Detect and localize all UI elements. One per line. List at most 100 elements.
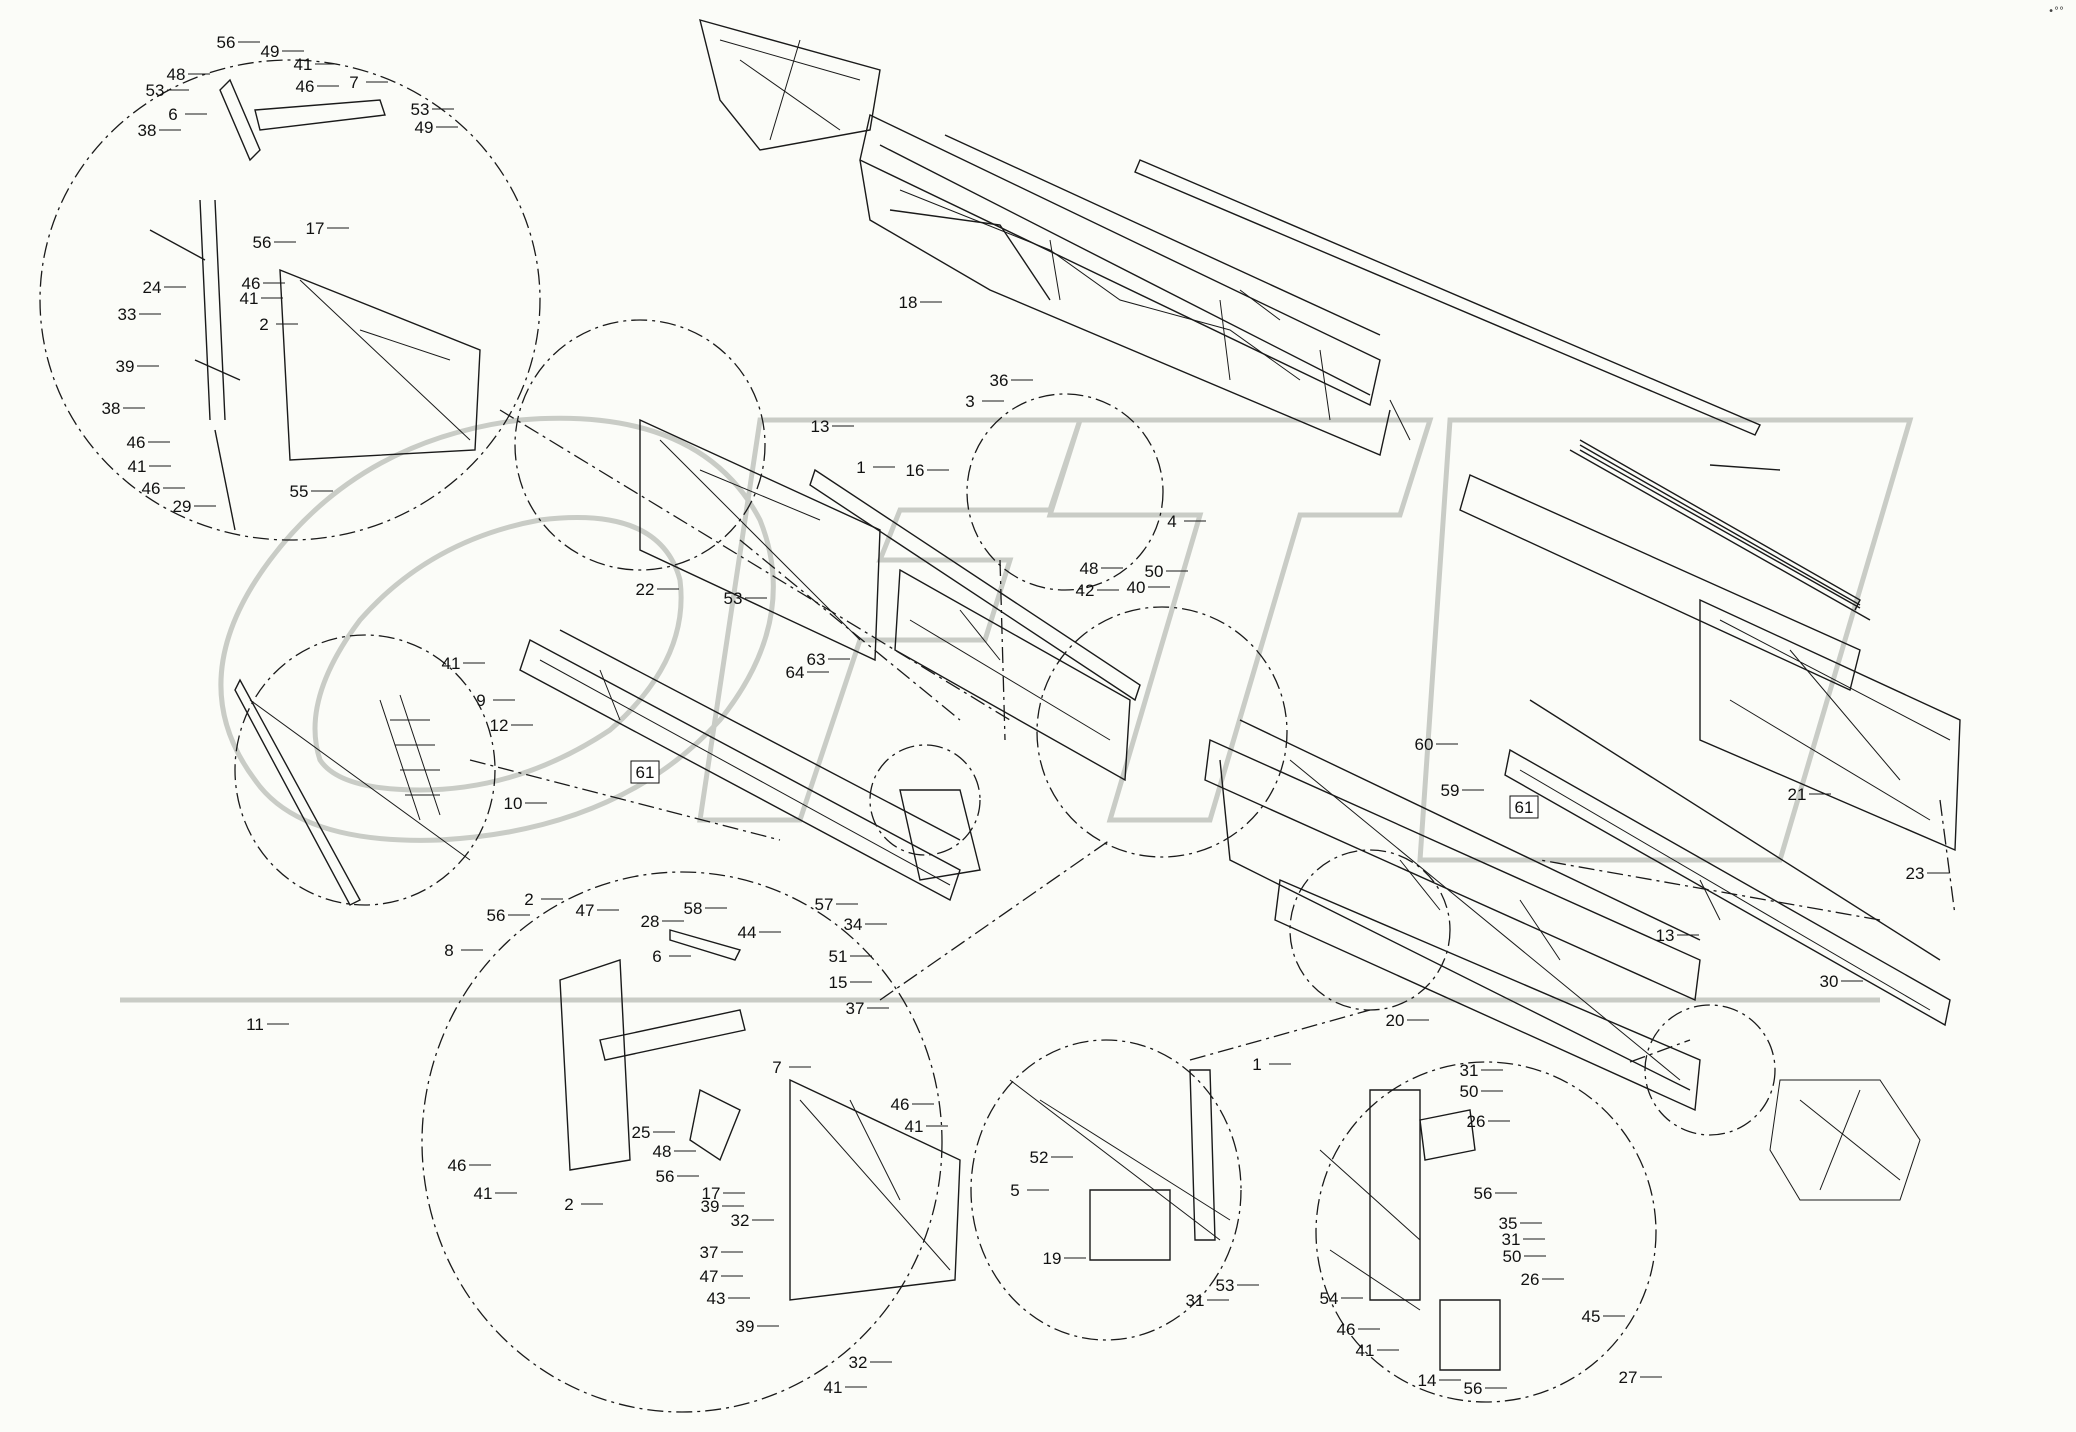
callout-label: 35 xyxy=(1499,1214,1518,1233)
callout-label: 38 xyxy=(102,399,121,418)
callout-label: 56 xyxy=(487,906,506,925)
callout-label: 39 xyxy=(736,1317,755,1336)
boxed-callout-label: 61 xyxy=(636,763,655,782)
callout-label: 50 xyxy=(1145,562,1164,581)
callout-label: 3 xyxy=(965,392,974,411)
callout-label: 53 xyxy=(146,81,165,100)
callout-label: 57 xyxy=(815,895,834,914)
callout-label: 46 xyxy=(296,77,315,96)
callout-label: 2 xyxy=(259,315,268,334)
callout-label: 26 xyxy=(1521,1270,1540,1289)
boom-section-61-right xyxy=(1504,699,1951,1027)
detail-top-left-parts xyxy=(149,78,481,531)
callout-label: 8 xyxy=(444,941,453,960)
callout-label: 41 xyxy=(294,55,313,74)
callout-label: 4 xyxy=(1167,512,1176,531)
callout-label: 15 xyxy=(829,973,848,992)
callout-label: 48 xyxy=(653,1142,672,1161)
callout-label: 42 xyxy=(1076,581,1095,600)
callout-label: 31 xyxy=(1502,1230,1521,1249)
callout-label: 40 xyxy=(1127,578,1146,597)
callout-label: 24 xyxy=(143,278,162,297)
callout-label: 56 xyxy=(1464,1379,1483,1398)
mount-frame-bottom-right xyxy=(1769,1079,1921,1201)
callout-label: 47 xyxy=(700,1267,719,1286)
callout-box xyxy=(1509,795,1539,819)
callout-label: 51 xyxy=(829,947,848,966)
detail-spring xyxy=(234,678,471,906)
callout-label: 41 xyxy=(474,1184,493,1203)
callout-label: 39 xyxy=(701,1197,720,1216)
callout-label: 41 xyxy=(128,457,147,476)
callout-label: 30 xyxy=(1820,972,1839,991)
callout-label: 41 xyxy=(442,654,461,673)
callout-label: 46 xyxy=(891,1095,910,1114)
callout-label: 12 xyxy=(490,716,509,735)
callout-label: 46 xyxy=(448,1156,467,1175)
callout-label: 55 xyxy=(290,482,309,501)
callout-label: 45 xyxy=(1582,1307,1601,1326)
callout-label: 26 xyxy=(1467,1112,1486,1131)
boxed-callout-label: 61 xyxy=(1515,798,1534,817)
callout-label: 46 xyxy=(242,274,261,293)
callout-label: 1 xyxy=(1252,1055,1261,1074)
boom-section-21 xyxy=(1459,439,1961,852)
callout-label: 9 xyxy=(476,691,485,710)
callout-label: 41 xyxy=(1356,1341,1375,1360)
callout-label: 56 xyxy=(656,1167,675,1186)
callout-label: 56 xyxy=(1474,1184,1493,1203)
callout-label: 13 xyxy=(1656,926,1675,945)
callout-label: 49 xyxy=(415,118,434,137)
callout-label: 34 xyxy=(844,915,863,934)
callout-label: 60 xyxy=(1415,735,1434,754)
callout-label: 1 xyxy=(856,458,865,477)
boxed-callouts: 61 61 xyxy=(630,760,1539,819)
callout-label: 36 xyxy=(990,371,1009,390)
callout-label: 22 xyxy=(636,580,655,599)
callout-label: 28 xyxy=(641,912,660,931)
boom-section-18 xyxy=(699,19,1761,456)
callout-label: 29 xyxy=(173,497,192,516)
callout-box xyxy=(630,760,660,784)
callout-label: 37 xyxy=(700,1243,719,1262)
callout-label: 14 xyxy=(1418,1371,1437,1390)
callout-label: 48 xyxy=(1080,559,1099,578)
callout-label: 33 xyxy=(118,305,137,324)
callout-label: 25 xyxy=(632,1123,651,1142)
corner-mark: •°° xyxy=(2048,6,2064,17)
callout-label: 2 xyxy=(524,890,533,909)
callout-label: 50 xyxy=(1503,1247,1522,1266)
callout-label: 18 xyxy=(899,293,918,312)
detail-bottom-middle-parts xyxy=(1009,1069,1231,1261)
boom-section-13 xyxy=(639,418,1141,782)
callout-label: 64 xyxy=(786,663,805,682)
callout-label: 52 xyxy=(1030,1148,1049,1167)
callout-label: 13 xyxy=(811,417,830,436)
callout-label: 31 xyxy=(1460,1061,1479,1080)
callout-label: 63 xyxy=(807,650,826,669)
callout-label: 46 xyxy=(142,479,161,498)
callout-label: 41 xyxy=(824,1378,843,1397)
callout-label: 19 xyxy=(1043,1249,1062,1268)
callout-label: 43 xyxy=(707,1289,726,1308)
callout-label: 17 xyxy=(702,1184,721,1203)
detail-bottom-right-parts xyxy=(1319,1089,1501,1371)
callout-label: 7 xyxy=(772,1058,781,1077)
detail-bottom-left-parts xyxy=(559,929,961,1301)
callout-label: 17 xyxy=(306,219,325,238)
callout-label: 37 xyxy=(846,999,865,1018)
callout-label: 7 xyxy=(349,73,358,92)
callout-label: 48 xyxy=(167,65,186,84)
callout-label: 21 xyxy=(1788,785,1807,804)
callout-label: 31 xyxy=(1186,1291,1205,1310)
callout-label: 32 xyxy=(731,1211,750,1230)
callout-label: 50 xyxy=(1460,1082,1479,1101)
boom-section-61-left xyxy=(519,629,981,902)
callout-label: 32 xyxy=(849,1353,868,1372)
callout-label: 11 xyxy=(246,1015,264,1034)
callout-label: 59 xyxy=(1441,781,1460,800)
callout-label: 38 xyxy=(138,121,157,140)
leader-lines xyxy=(123,41,1949,1389)
